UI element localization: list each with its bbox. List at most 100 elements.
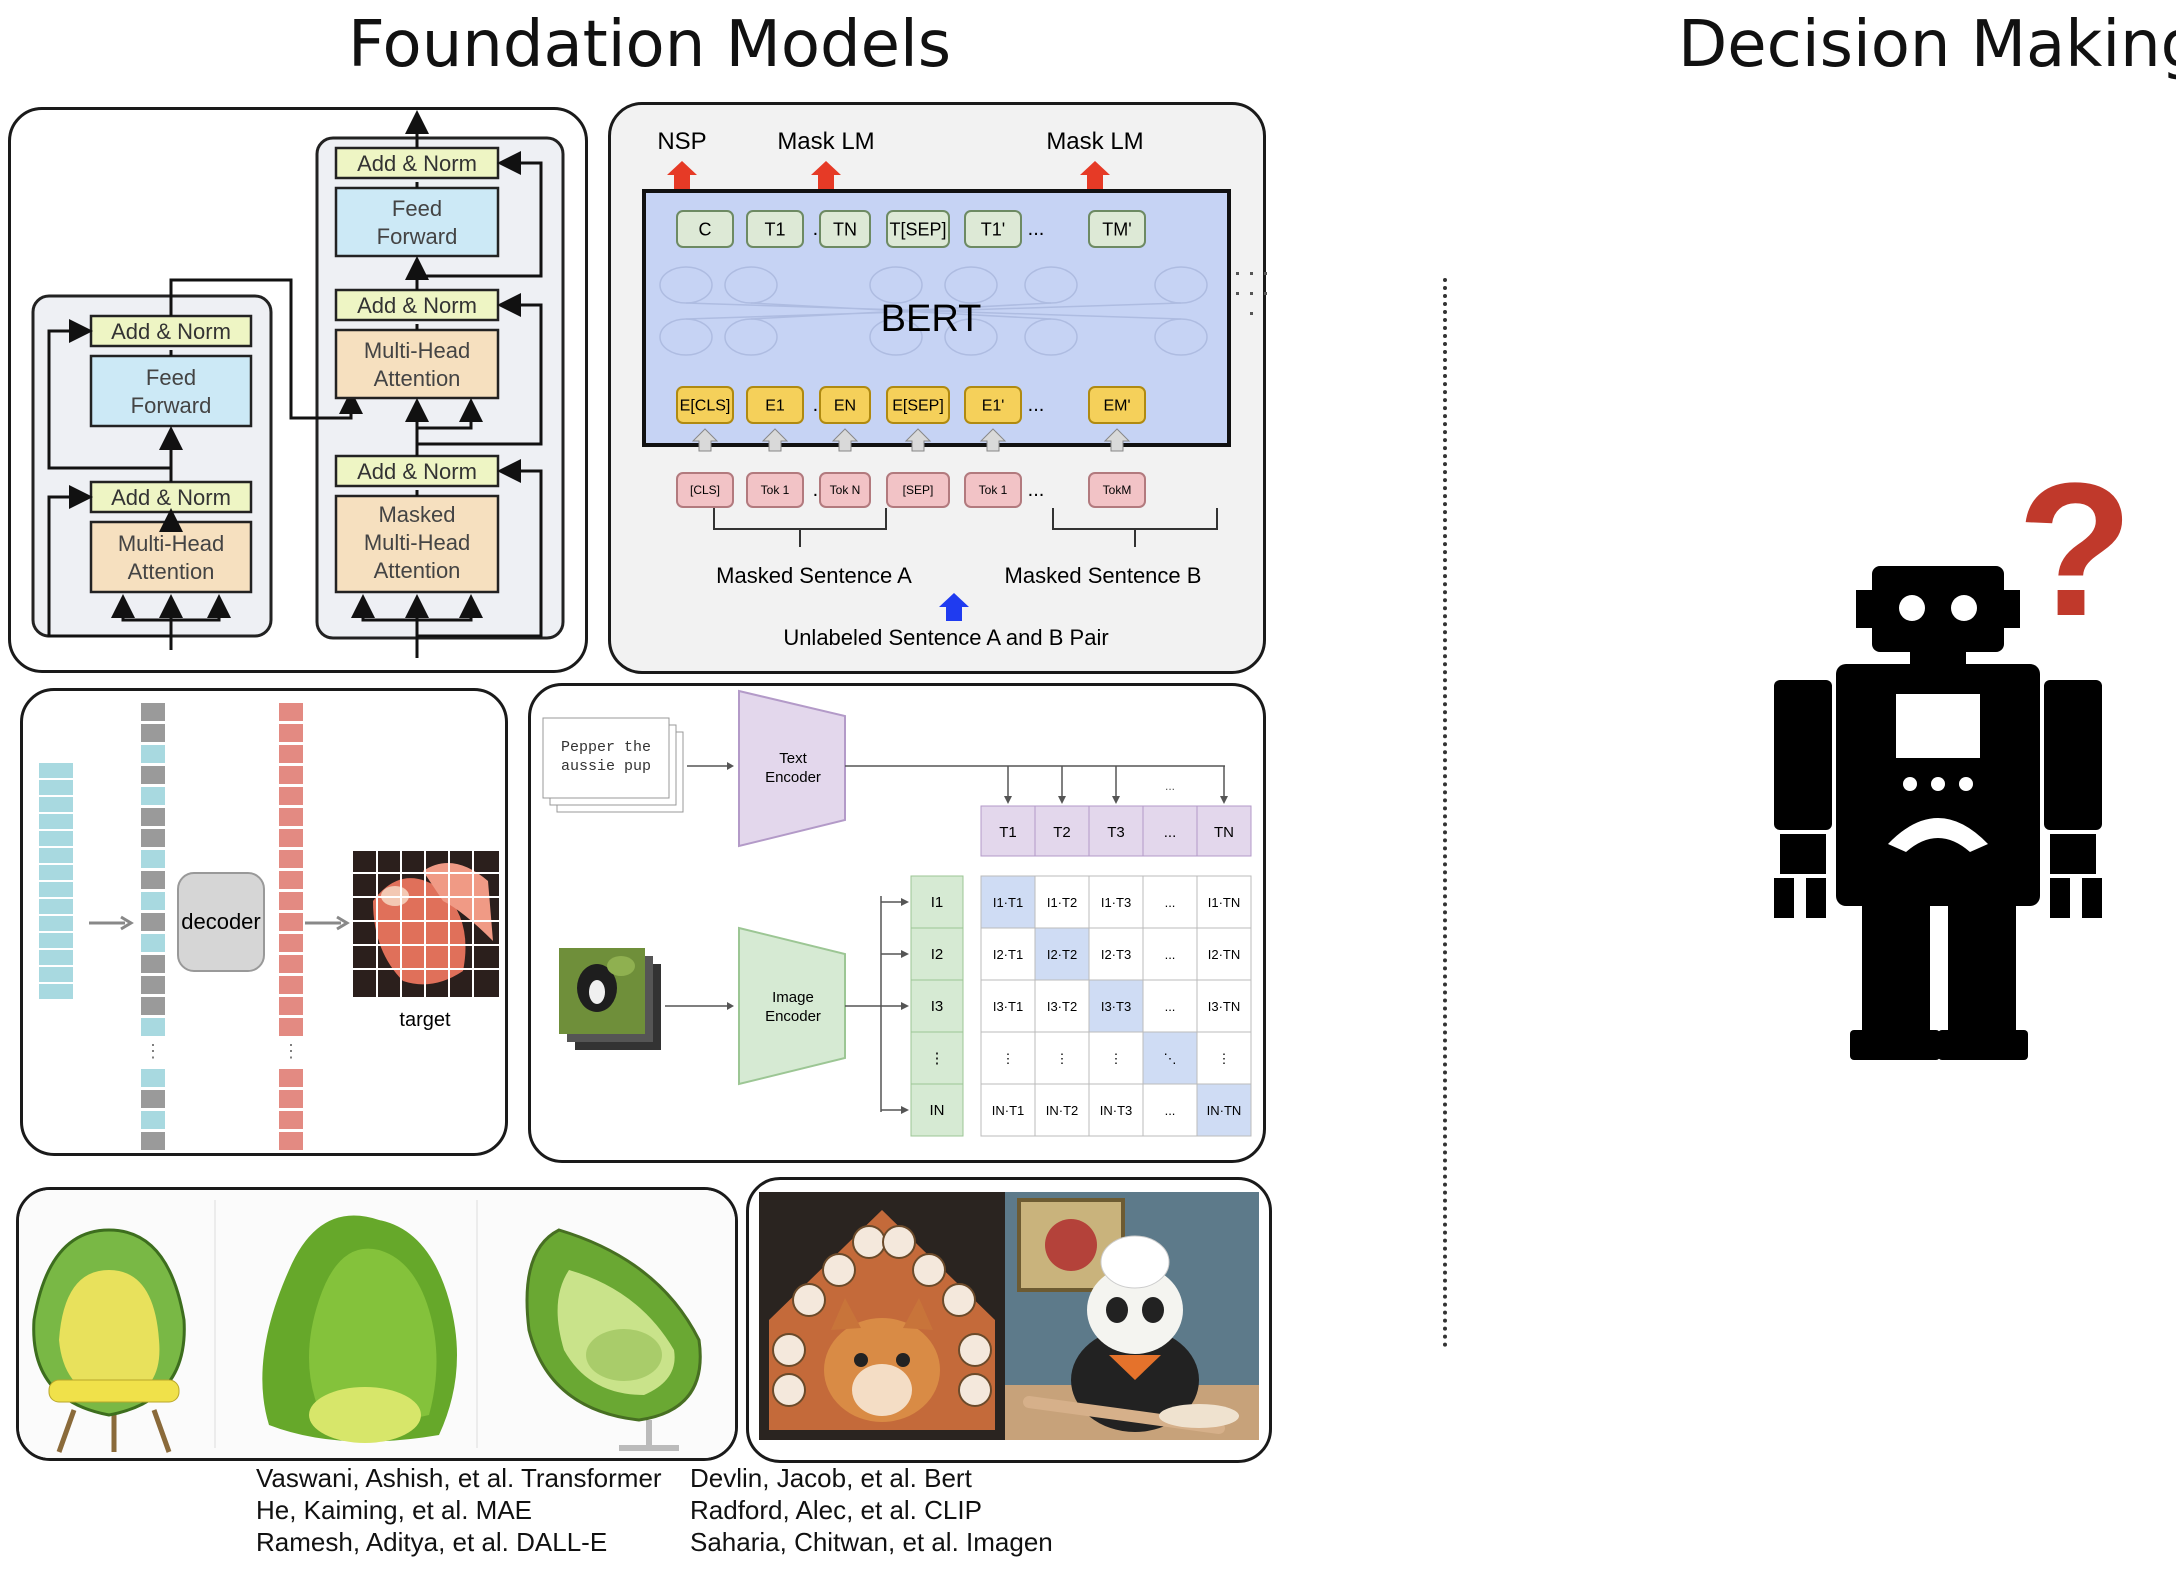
reference-imagen: Saharia, Chitwan, et al. Imagen [690, 1527, 1053, 1557]
bert-head-mlm-2: Mask LM [1046, 128, 1143, 155]
svg-text:Encoder: Encoder [765, 1008, 821, 1025]
svg-text:Multi-Head: Multi-Head [364, 338, 470, 363]
dotted-divider [1443, 278, 1447, 1348]
mae-output-token [279, 724, 303, 742]
mae-input-patch [39, 848, 73, 863]
bert-input-arrow [979, 428, 1007, 452]
clip-matrix-cell [1034, 979, 1090, 1033]
clip-i-arrowhead [901, 1106, 909, 1114]
bert-token-label: Tok 1 [761, 483, 790, 497]
mae-output-token [279, 829, 303, 847]
clip-matrix-cell-label: I3·T3 [1101, 999, 1131, 1014]
clip-t-arrowhead [1220, 796, 1228, 804]
mae-token [141, 892, 165, 910]
bert-head-nsp: NSP [657, 128, 706, 155]
input-arrow [939, 593, 969, 621]
mae-token [141, 745, 165, 763]
clip-matrix-cell [980, 1031, 1036, 1085]
svg-text:aussie pup: aussie pup [561, 758, 651, 775]
bert-token-box [886, 472, 950, 508]
clip-matrix-cell [1196, 875, 1252, 929]
bert-embedding-box [1088, 386, 1146, 424]
decision-making-title: Decision Making [1678, 8, 2176, 82]
clip-diagram: Pepper the aussie pup Text Encoder ... T… [542, 689, 1252, 1137]
clip-text-embedding-label: T2 [1053, 824, 1071, 841]
svg-text:Forward: Forward [131, 393, 212, 418]
decoder-feed-forward [334, 186, 500, 258]
svg-text:Add & Norm: Add & Norm [357, 293, 477, 318]
mae-output-token [279, 997, 303, 1015]
bert-output-box [964, 210, 1022, 248]
encoder-add-norm-1 [89, 480, 253, 514]
avocado-chair-3 [525, 1228, 702, 1451]
clip-matrix-cell-label: ... [1165, 895, 1176, 910]
svg-text:Add & Norm: Add & Norm [111, 485, 231, 510]
avocado-chair-2 [262, 1215, 457, 1443]
svg-text:Add & Norm: Add & Norm [357, 151, 477, 176]
mae-output-token [279, 871, 303, 889]
clip-image-embedding-label: I3 [931, 998, 944, 1015]
clip-matrix-cell-label: I2·T3 [1101, 947, 1131, 962]
clip-t-arrowhead [1004, 796, 1012, 804]
clip-matrix-cell [1088, 1083, 1144, 1137]
clip-matrix-cell-label: IN·T1 [992, 1103, 1025, 1118]
bert-embedding-label: E[CLS] [680, 398, 731, 415]
clip-matrix-cell-label: I1·T3 [1101, 895, 1131, 910]
clip-i-arrowhead [901, 1002, 909, 1010]
clip-image-embedding [910, 927, 964, 981]
bert-output-box [886, 210, 950, 248]
clip-matrix-cell [1142, 875, 1198, 929]
clip-matrix-cell-label: I3·TN [1208, 999, 1241, 1014]
mae-token [141, 913, 165, 931]
mae-token [141, 724, 165, 742]
bert-output-box [676, 210, 734, 248]
dalle-images-panel [16, 1187, 738, 1461]
mae-token [141, 1111, 165, 1129]
clip-t-ellipsis: ... [1165, 779, 1175, 793]
panda-chef-image [1005, 1192, 1259, 1440]
svg-text:Feed: Feed [392, 196, 442, 221]
bert-output-box [1088, 210, 1146, 248]
reference-dalle: Ramesh, Aditya, et al. DALL-E [256, 1527, 608, 1557]
clip-image-embedding-label: IN [930, 1102, 945, 1119]
mae-token [141, 829, 165, 847]
bert-diagram-panel: NSP Mask LM Mask LM BERT CT1...TNT[SEP]T… [608, 102, 1266, 674]
svg-text:Forward: Forward [377, 224, 458, 249]
mae-output-token [279, 1132, 303, 1150]
confused-robot: ? [1760, 440, 2140, 1080]
clip-text-embedding-label: ... [1164, 824, 1177, 841]
mae-input-patch [39, 831, 73, 846]
bert-embedding-box [819, 386, 871, 424]
bert-embedding-label: E[SEP] [892, 398, 944, 415]
clip-matrix-cell-label: IN·T2 [1046, 1103, 1079, 1118]
clip-matrix-cell [1142, 979, 1198, 1033]
decoder-add-norm-3 [334, 146, 500, 180]
foundation-models-title: Foundation Models [348, 8, 952, 82]
clip-image-embedding [910, 979, 964, 1033]
clip-text-embedding [1196, 805, 1252, 857]
bert-output-label: T[SEP] [889, 219, 946, 239]
svg-text:Multi-Head: Multi-Head [364, 530, 470, 555]
clip-matrix-cell-label: I1·TN [1208, 895, 1241, 910]
bert-output-label: C [699, 219, 712, 239]
clip-image-embedding [910, 1083, 964, 1137]
clip-matrix-cell-label: ⋱ [1164, 1051, 1177, 1066]
bert-token-box [964, 472, 1022, 508]
bert-input-arrow [691, 428, 719, 452]
bert-token-box [819, 472, 871, 508]
svg-text:Add & Norm: Add & Norm [357, 459, 477, 484]
bert-token-label: Tok N [830, 483, 861, 497]
mae-input-patch [39, 763, 73, 778]
clip-text-embedding-label: T3 [1107, 824, 1125, 841]
robot-icon: ? [1774, 444, 2133, 1060]
text-encoder [738, 689, 846, 848]
target-image [353, 851, 499, 997]
svg-text:Attention: Attention [128, 559, 215, 584]
transformer-diagram-panel: Add & Norm Feed Forward Add & Norm Multi… [8, 107, 588, 673]
reference-transformer: Vaswani, Ashish, et al. Transformer [256, 1463, 662, 1493]
mlm-output-arrow-1 [811, 161, 841, 189]
clip-diagram-panel: Pepper the aussie pup Text Encoder ... T… [528, 683, 1266, 1163]
clip-image-embedding-label: I2 [931, 946, 944, 963]
transformer-diagram: Add & Norm Feed Forward Add & Norm Multi… [31, 110, 565, 658]
mae-token [141, 997, 165, 1015]
